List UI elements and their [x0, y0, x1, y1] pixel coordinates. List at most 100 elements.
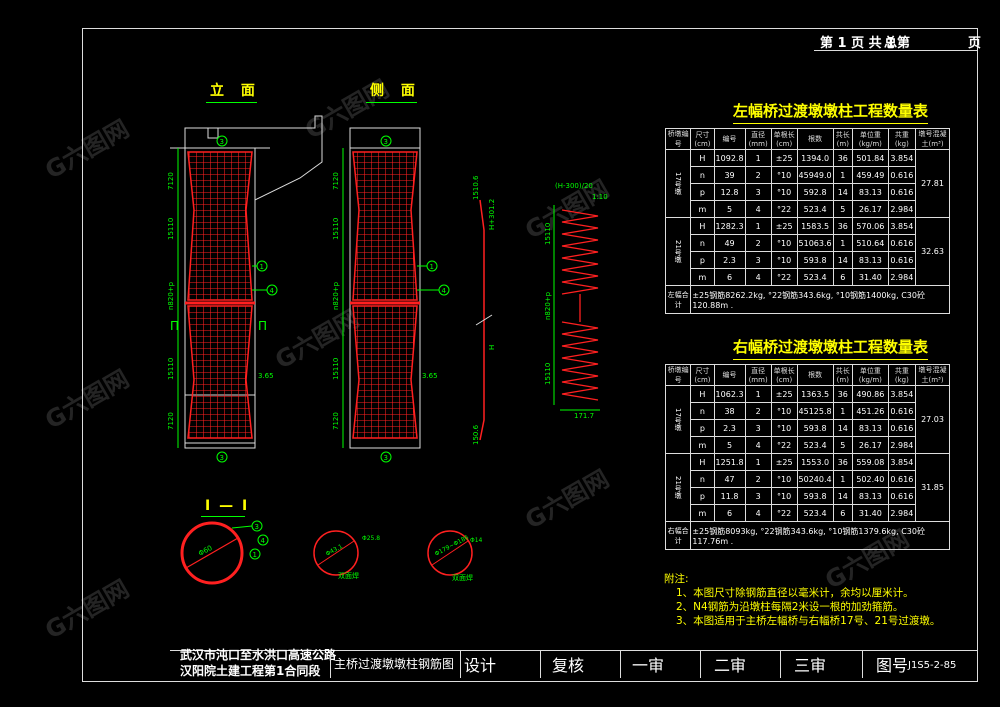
tb-divider [330, 650, 331, 678]
svg-text:Φ14: Φ14 [470, 537, 483, 544]
svg-text:n820+p: n820+p [544, 291, 552, 320]
tb-divider [540, 650, 541, 678]
page-suffix: 页 [968, 36, 982, 51]
check1-label: 一审 [632, 656, 665, 675]
svg-text:15110: 15110 [332, 358, 340, 380]
note-item: 2、N4钢筋为沿墩柱每隔2米设一根的加劲箍筋。 [676, 601, 904, 613]
notes-title: 附注: [664, 573, 689, 585]
svg-text:15110: 15110 [544, 223, 552, 245]
review-label: 复核 [552, 656, 585, 675]
svg-text:3: 3 [220, 454, 224, 462]
svg-text:3: 3 [255, 523, 259, 531]
svg-text:15110: 15110 [544, 363, 552, 385]
table-header-row: 桥墩编号尺寸(cm)编号直径(mm)单根长(cm)根数共长(m)单位重(kg/m… [664, 128, 950, 150]
svg-text:4: 4 [270, 287, 275, 295]
page-info-divider [814, 50, 978, 51]
svg-text:Φ43.1: Φ43.1 [325, 543, 344, 558]
svg-text:Π: Π [258, 319, 267, 333]
note-item: 3、本图适用于主桥左幅桥与右幅桥17号、21号过渡墩。 [676, 615, 941, 627]
svg-text:H+301.2: H+301.2 [488, 199, 496, 230]
svg-text:Φ179~Φ186: Φ179~Φ186 [434, 534, 470, 558]
drawing-number: J1S5-2-85 [908, 660, 957, 671]
svg-text:Φ60: Φ60 [197, 544, 213, 558]
side-view: 7120 15110 n820+p 15110 7120 3 3 1 4 3.6… [332, 127, 450, 463]
side-view-title: 侧 面 [366, 80, 421, 103]
notes: 附注: 1、本图尺寸除钢筋直径以毫米计，余均以厘米计。 2、N4钢筋为沿墩柱每隔… [664, 572, 940, 628]
svg-text:1: 1 [260, 263, 264, 271]
table-total-row: 左幅合计±25钢筋8262.2kg, °22钢筋343.6kg, °10钢筋14… [664, 285, 950, 314]
svg-text:15110: 15110 [167, 218, 175, 240]
svg-text:4: 4 [442, 287, 447, 295]
rebar-n2-spiral: (H-300)/20 1:10 171.7 15110 n820+p 15110 [544, 182, 608, 420]
svg-text:Π: Π [170, 319, 179, 333]
svg-text:(H-300)/20: (H-300)/20 [555, 182, 593, 190]
right-quantity-table: 桥墩编号尺寸(cm)编号直径(mm)单根长(cm)根数共长(m)单位重(kg/m… [664, 364, 950, 550]
left-quantity-table: 桥墩编号尺寸(cm)编号直径(mm)单根长(cm)根数共长(m)单位重(kg/m… [664, 128, 950, 314]
svg-text:Φ25.8: Φ25.8 [362, 535, 380, 542]
left-table-title: 左幅桥过渡墩墩柱工程数量表 [733, 102, 929, 124]
svg-text:n820+p: n820+p [167, 281, 175, 310]
svg-text:3: 3 [384, 138, 388, 146]
svg-text:n820+p: n820+p [332, 281, 340, 310]
tb-divider [862, 650, 863, 678]
check2-label: 二审 [714, 656, 747, 675]
svg-text:1510.6: 1510.6 [472, 175, 480, 200]
tb-divider [460, 650, 461, 678]
elevation-title: 立 面 [206, 80, 261, 103]
svg-text:15110: 15110 [332, 218, 340, 240]
tb-divider [620, 650, 621, 678]
tb-divider [700, 650, 701, 678]
svg-text:7120: 7120 [332, 412, 340, 430]
svg-text:171.7: 171.7 [574, 412, 594, 420]
svg-text:3: 3 [384, 454, 388, 462]
project-name-line1: 武汉市沌口至水洪口高速公路 [180, 648, 337, 662]
svg-text:H: H [488, 345, 496, 350]
title-block [170, 650, 978, 679]
drawing-frame [82, 28, 978, 682]
note-item: 1、本图尺寸除钢筋直径以毫米计，余均以厘米计。 [676, 587, 914, 599]
total-page-label: 总第 [884, 36, 911, 51]
tb-divider [780, 650, 781, 678]
svg-text:7120: 7120 [332, 172, 340, 190]
section-3: Φ179~Φ186 Φ14 双面焊 [427, 530, 483, 582]
elevation-view: 7120 15110 n820+p 15110 7120 3 3 1 4 Π Π… [167, 115, 323, 463]
svg-text:双面焊: 双面焊 [338, 571, 359, 580]
table-total-row: 右幅合计±25钢筋8093kg, °22钢筋343.6kg, °10钢筋1379… [664, 521, 950, 550]
section-1: Φ60 3 4 1 [180, 520, 269, 585]
svg-text:150.6: 150.6 [472, 424, 480, 445]
svg-text:15110: 15110 [167, 358, 175, 380]
right-table-title: 右幅桥过渡墩墩柱工程数量表 [733, 338, 929, 360]
svg-text:3.65: 3.65 [422, 372, 438, 380]
svg-text:7120: 7120 [167, 412, 175, 430]
project-name-line2: 汉阳院土建工程第1合同段 [180, 664, 321, 678]
svg-text:7120: 7120 [167, 172, 175, 190]
drawing-no-label: 图号 [876, 656, 909, 675]
svg-text:3: 3 [220, 138, 224, 146]
svg-text:双面焊: 双面焊 [452, 573, 473, 582]
svg-text:1:10: 1:10 [592, 193, 608, 201]
section-2: Φ43.1 Φ25.8 双面焊 [313, 530, 380, 580]
svg-text:1: 1 [430, 263, 434, 271]
rebar-n1-detail: 1510.6 150.6 H H+301.2 [472, 175, 496, 445]
page-number: 第 1 页 共 1 [820, 36, 896, 51]
svg-text:3.65: 3.65 [258, 372, 274, 380]
drawing-name: 主桥过渡墩墩柱钢筋图 [334, 657, 455, 671]
table-header-row: 桥墩编号尺寸(cm)编号直径(mm)单根长(cm)根数共长(m)单位重(kg/m… [664, 364, 950, 386]
design-label: 设计 [464, 656, 497, 675]
check3-label: 三审 [794, 656, 827, 675]
